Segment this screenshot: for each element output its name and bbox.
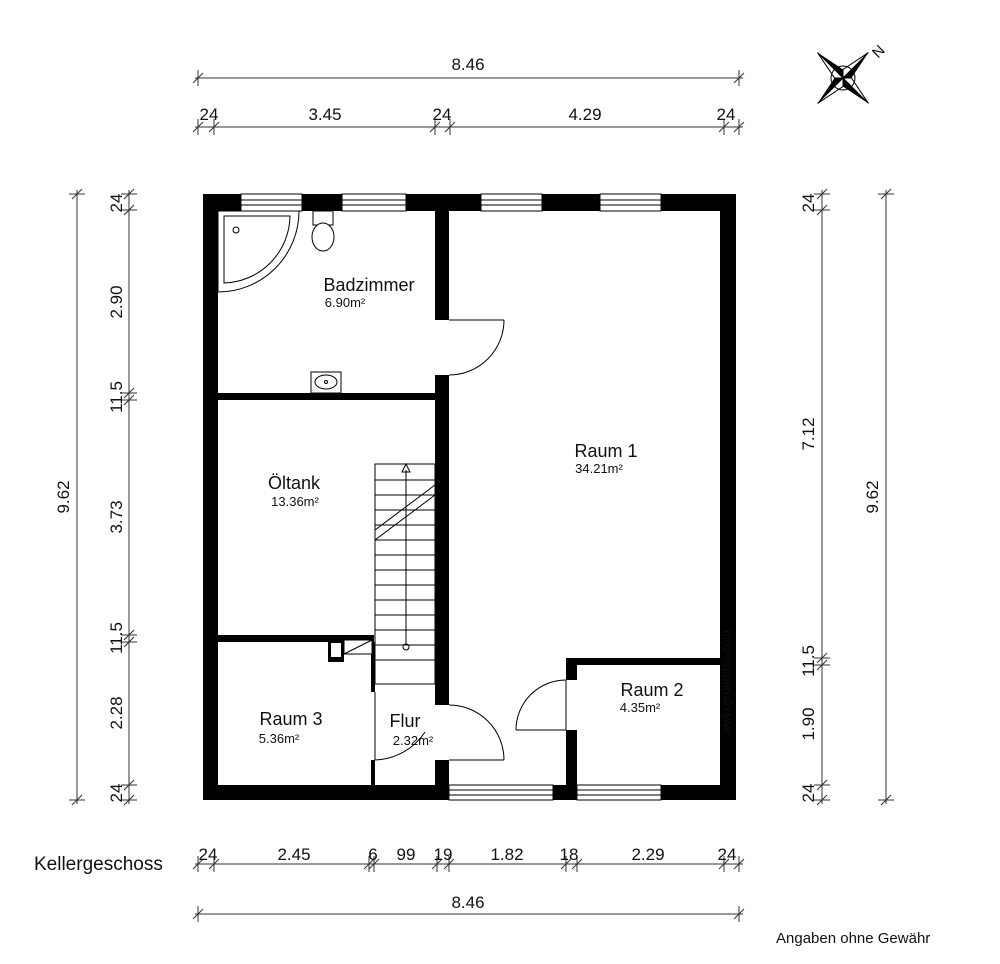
dim-top-seg-3: 24 xyxy=(433,105,452,124)
dim-left-seg-4: 3.73 xyxy=(107,500,126,533)
room-name-badzimmer: Badzimmer xyxy=(323,275,414,295)
dim-bottom-seg-3: 6 xyxy=(368,845,377,864)
room-area-raum2: 4.35m² xyxy=(620,700,661,715)
dim-left-total: 9.62 xyxy=(54,480,73,513)
watermark-text: www.grundriss.com xyxy=(719,630,733,735)
floor-name: Kellergeschoss xyxy=(34,854,163,875)
room-area-oeltank: 13.36m² xyxy=(271,494,319,509)
room-name-raum2: Raum 2 xyxy=(620,680,683,700)
disclaimer-text: Angaben ohne Gewähr xyxy=(776,930,930,947)
doors xyxy=(374,319,567,761)
dim-top-seg-4: 4.29 xyxy=(568,105,601,124)
dimension-lines xyxy=(69,70,894,922)
dim-bottom-seg-4: 99 xyxy=(397,845,416,864)
room-area-raum1: 34.21m² xyxy=(575,461,623,476)
dim-left-seg-3: 11.5 xyxy=(107,381,126,413)
dim-top-seg-2: 3.45 xyxy=(308,105,341,124)
staircase xyxy=(374,462,436,685)
dim-left-seg-2: 2.90 xyxy=(107,285,126,318)
dim-bottom-seg-2: 2.45 xyxy=(277,845,310,864)
dim-left-seg-1: 24 xyxy=(107,194,126,213)
dim-bottom-total: 8.46 xyxy=(451,893,484,912)
dim-left-seg-5: 11.5 xyxy=(107,622,126,654)
walls xyxy=(203,194,736,800)
compass-north-label: N xyxy=(869,42,889,62)
dim-top-seg-5: 24 xyxy=(717,105,736,124)
chimney xyxy=(328,639,373,662)
room-name-raum3: Raum 3 xyxy=(259,709,322,729)
dim-right-seg-4: 1.90 xyxy=(799,707,818,740)
room-area-flur: 2.32m² xyxy=(393,733,434,748)
dim-right-seg-5: 24 xyxy=(799,784,818,803)
dim-bottom-seg-7: 18 xyxy=(560,845,579,864)
dim-top-total: 8.46 xyxy=(451,55,484,74)
dim-right-total: 9.62 xyxy=(863,480,882,513)
room-area-badzimmer: 6.90m² xyxy=(325,295,366,310)
dim-left-seg-6: 2.28 xyxy=(107,696,126,729)
dim-right-seg-2: 7.12 xyxy=(799,417,818,450)
dim-left-seg-7: 24 xyxy=(107,784,126,803)
room-name-oeltank: Öltank xyxy=(268,473,321,493)
dim-bottom-seg-9: 24 xyxy=(718,845,737,864)
dim-bottom-seg-1: 24 xyxy=(199,845,218,864)
compass-rose-icon xyxy=(817,52,869,104)
toilet xyxy=(311,210,335,252)
windows xyxy=(240,193,662,801)
sink xyxy=(310,371,342,394)
dim-bottom-seg-6: 1.82 xyxy=(490,845,523,864)
dim-right-seg-3: 11.5 xyxy=(799,645,818,677)
room-area-raum3: 5.36m² xyxy=(259,731,300,746)
room-name-raum1: Raum 1 xyxy=(574,441,637,461)
bathtub xyxy=(217,210,300,293)
dim-bottom-seg-5: 19 xyxy=(434,845,453,864)
room-name-flur: Flur xyxy=(390,711,421,731)
dim-right-seg-1: 24 xyxy=(799,194,818,213)
dim-bottom-seg-8: 2.29 xyxy=(631,845,664,864)
dim-top-seg-1: 24 xyxy=(200,105,219,124)
